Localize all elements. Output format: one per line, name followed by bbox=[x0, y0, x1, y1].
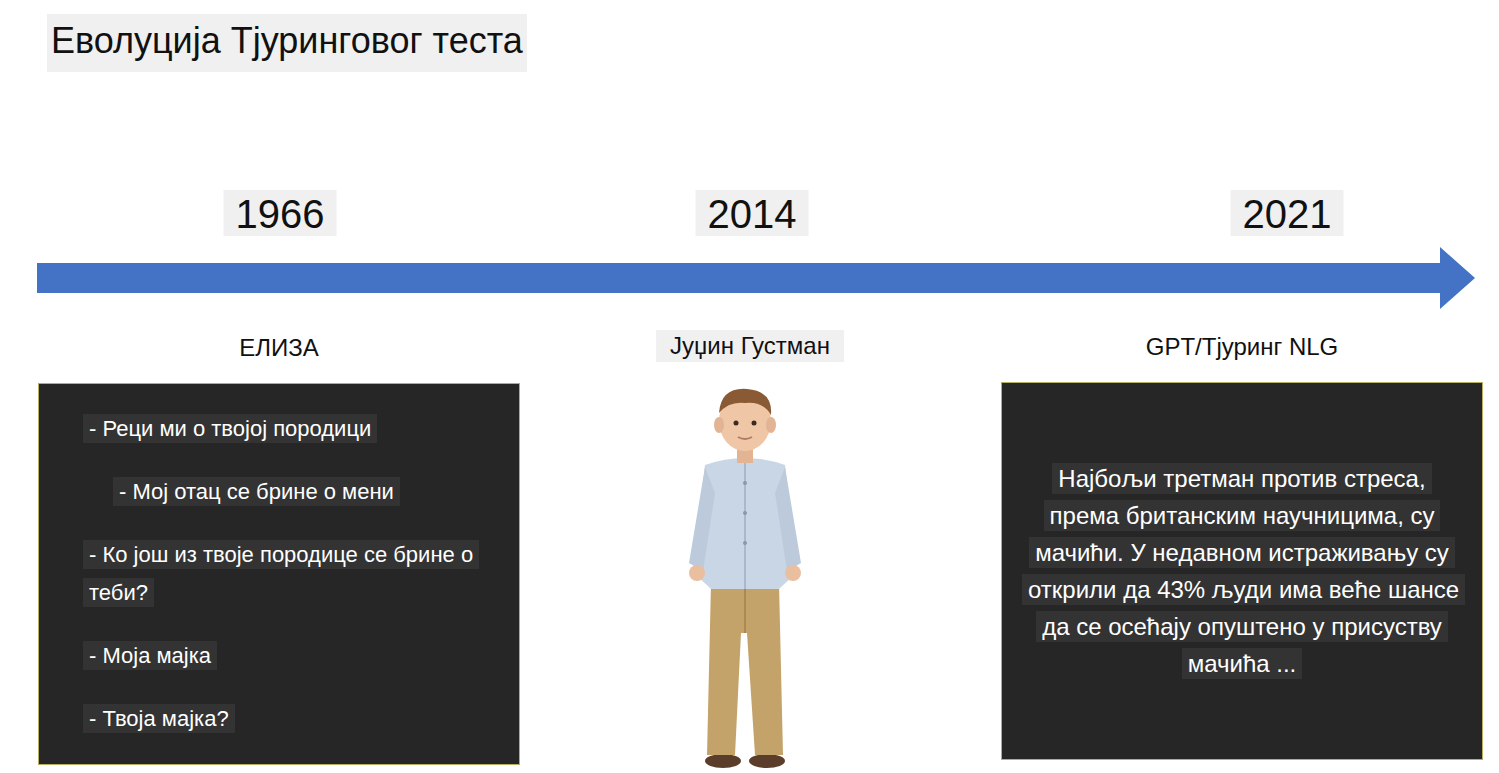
year-label: 1966 bbox=[224, 190, 337, 236]
dialogue-line: - Моја мајка bbox=[83, 641, 217, 670]
text-line: - Ко још из твоје породице се брине о те… bbox=[63, 536, 495, 612]
generated-text: Најбољи третман против стреса, према бри… bbox=[1022, 463, 1465, 679]
text-line: Најбољи третман против стреса, према бри… bbox=[1022, 460, 1462, 682]
year-label: 2014 bbox=[696, 190, 809, 236]
box-content: Најбољи третман против стреса, према бри… bbox=[1002, 383, 1482, 759]
diagram-title: Еволуција Тјуринговог теста bbox=[47, 14, 527, 72]
text-line: - Реци ми о твојој породици bbox=[63, 410, 495, 448]
dialogue-line: - Твоја мајка? bbox=[83, 704, 235, 733]
dialogue-box: ЕЛИЗА- Реци ми о твојој породици- Мој от… bbox=[38, 383, 520, 765]
text-line: - Мој отац се брине о мени bbox=[63, 473, 495, 511]
system-name: Јуџин Густман bbox=[656, 330, 844, 362]
box-heading: ЕЛИЗА bbox=[231, 332, 327, 364]
year-label: 2021 bbox=[1231, 190, 1344, 236]
box-heading: GPT/Тјуринг NLG bbox=[1138, 331, 1347, 363]
text-line: - Моја мајка bbox=[63, 637, 495, 675]
child-photo bbox=[675, 383, 815, 770]
dialogue-line: - Мој отац се брине о мени bbox=[113, 477, 400, 506]
text-box: GPT/Тјуринг NLGНајбољи третман против ст… bbox=[1001, 382, 1483, 760]
text-line: - Твоја мајка? bbox=[63, 700, 495, 738]
dialogue-line: - Реци ми о твојој породици bbox=[83, 414, 377, 443]
box-content: - Реци ми о твојој породици - Мој отац се… bbox=[39, 384, 519, 764]
dialogue-line: - Ко још из твоје породице се брине о те… bbox=[83, 540, 479, 607]
